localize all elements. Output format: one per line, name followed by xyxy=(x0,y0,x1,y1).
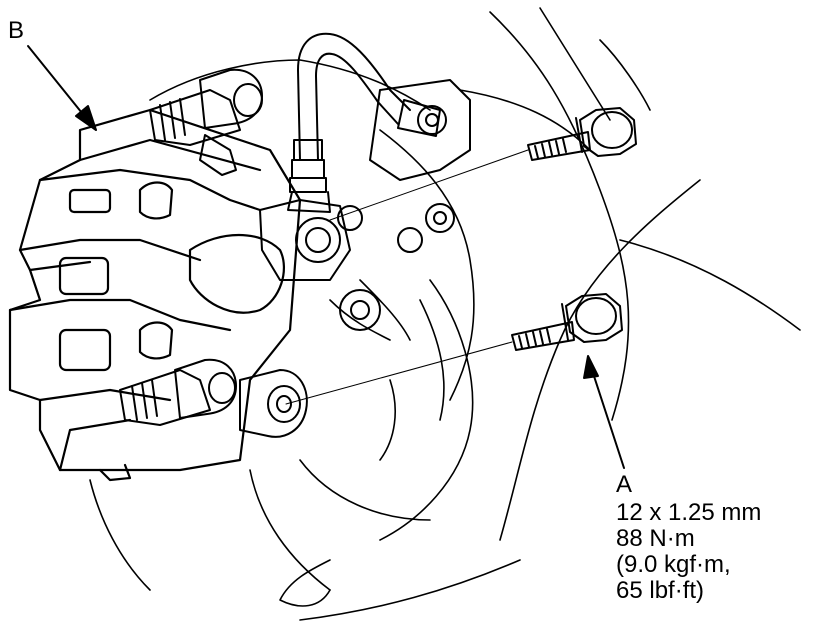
spec-torque-kgfm: (9.0 kgf·m, xyxy=(616,551,731,578)
callout-label-a: A xyxy=(616,471,633,498)
hose-bracket xyxy=(369,79,471,181)
upper-slide-pin xyxy=(149,68,263,176)
upper-flange-bolt xyxy=(527,107,637,161)
leader-line-b xyxy=(27,45,87,119)
banjo-fitting xyxy=(259,199,455,331)
caliper-body xyxy=(8,108,302,482)
leader-line-a xyxy=(591,369,625,469)
spec-thread-size: 12 x 1.25 mm xyxy=(616,499,762,526)
brake-hose xyxy=(287,32,441,213)
knuckle-outline xyxy=(89,7,801,621)
lower-slide-pin xyxy=(119,358,237,426)
torque-spec: 12 x 1.25 mm 88 N·m (9.0 kgf·m, 65 lbf·f… xyxy=(616,500,761,604)
bolt-alignment-lines xyxy=(285,149,529,405)
leader-arrows xyxy=(27,45,625,469)
spec-torque-lbfft: 65 lbf·ft) xyxy=(616,577,705,604)
lower-flange-bolt xyxy=(511,293,623,351)
callout-label-b: B xyxy=(8,17,25,44)
leader-arrowhead-a xyxy=(583,355,599,379)
leader-arrowhead-b xyxy=(75,105,97,131)
spec-torque-nm: 88 N·m xyxy=(616,525,695,552)
caliper-mount-ear xyxy=(239,369,308,438)
